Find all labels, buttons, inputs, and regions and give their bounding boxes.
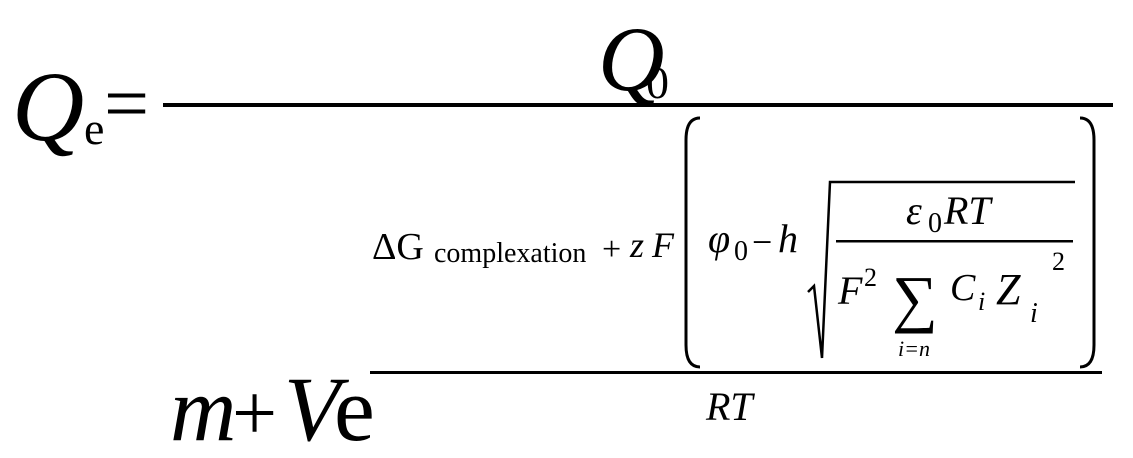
equals-sign: = xyxy=(104,60,149,148)
exponent-denominator-RT: RT xyxy=(705,384,755,429)
sqrt-denominator-F: F xyxy=(837,268,863,313)
F-superscript-2: 2 xyxy=(864,263,877,292)
inner-fraction-bar xyxy=(836,240,1073,243)
right-parenthesis xyxy=(1079,116,1096,369)
exp-delta-G-subscript: complexation xyxy=(434,238,586,269)
summation-symbol: ∑ xyxy=(892,263,938,334)
C: C xyxy=(950,267,976,309)
exponent-fraction-bar xyxy=(370,371,1102,374)
phi-subscript-0: 0 xyxy=(734,236,748,267)
exp-delta-G: ΔG xyxy=(372,226,424,268)
denominator-e: e xyxy=(334,358,375,458)
square-root-radical xyxy=(807,180,1075,359)
exp-F: F xyxy=(651,225,675,265)
numerator-Q: Q xyxy=(598,8,664,110)
exp-plus: + xyxy=(602,231,621,268)
h: h xyxy=(778,216,798,261)
main-fraction-bar xyxy=(163,103,1113,107)
left-parenthesis xyxy=(684,116,701,369)
phi: φ xyxy=(708,216,730,261)
epsilon-subscript-0: 0 xyxy=(928,208,942,239)
summation-index: i=n xyxy=(898,336,930,361)
sqrt-numerator-RT: RT xyxy=(943,188,993,233)
denominator-V: V xyxy=(284,358,350,458)
lhs-Q: Q xyxy=(12,51,84,162)
exp-z: z xyxy=(629,225,644,265)
epsilon: ε xyxy=(906,188,922,233)
minus-sign: − xyxy=(752,222,772,262)
C-subscript-i: i xyxy=(978,287,985,316)
Z: Z xyxy=(996,265,1021,314)
denominator-m: m xyxy=(170,358,236,458)
denominator-plus: + xyxy=(232,370,277,458)
numerator-subscript-0: 0 xyxy=(646,57,669,108)
Z-superscript-2: 2 xyxy=(1052,247,1065,276)
lhs-subscript-e: e xyxy=(84,103,104,154)
Z-subscript-i: i xyxy=(1030,298,1038,329)
